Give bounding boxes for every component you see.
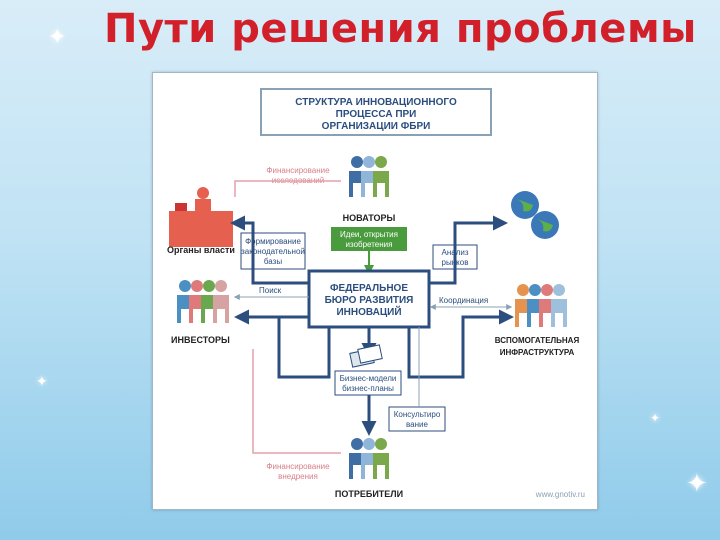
infrastructure-label: ВСПОМОГАТЕЛЬНАЯ [495, 336, 580, 345]
innovators-people-icon [349, 156, 389, 197]
investors-people-icon [177, 280, 229, 323]
center-box [307, 269, 431, 329]
arrow-center-down-left [277, 317, 331, 379]
center-line: ИННОВАЦИЙ [336, 305, 401, 318]
government-person-icon [169, 187, 233, 247]
investors-label: ИНВЕСТОРЫ [171, 335, 230, 345]
website-label: www.gnotiv.ru [535, 490, 585, 499]
innovation-structure-diagram: СТРУКТУРА ИННОВАЦИОННОГО ПРОЦЕССА ПРИ ОР… [167, 88, 585, 499]
header-line: ПРОЦЕССА ПРИ [336, 109, 417, 120]
government-label: Органы власти [167, 245, 235, 255]
financing-implementation-label: Финансирование [266, 462, 330, 471]
business-models-box [334, 370, 402, 396]
legislation-label: законодательной [241, 247, 305, 256]
innovators-label: НОВАТОРЫ [343, 213, 396, 223]
ideas-label: Идеи, открытия [340, 230, 398, 239]
infrastructure-people-icon [515, 284, 567, 327]
arrow-to-government [230, 215, 309, 285]
sparkle-icon: ✦ [686, 468, 708, 498]
sparkle-icon: ✦ [650, 411, 661, 425]
business-models-label: Бизнес-модели [340, 374, 397, 383]
consumers-people-icon [349, 438, 389, 479]
sparkle-icon: ✦ [48, 24, 67, 49]
arrow-center-down-right [407, 309, 514, 379]
ideas-box [331, 227, 407, 251]
center-line: ФЕДЕРАЛЬНОЕ [330, 283, 408, 294]
header-line: СТРУКТУРА ИННОВАЦИОННОГО [295, 97, 457, 108]
ideas-label: изобретения [346, 240, 393, 249]
legislation-label: базы [264, 257, 282, 266]
coordination-label: Координация [439, 296, 488, 305]
financing-research-label: Финансирование [266, 166, 330, 175]
search-label: Поиск [259, 286, 282, 295]
consulting-box [388, 406, 446, 432]
globe-icon [511, 191, 559, 239]
financing-research-arrow [234, 180, 341, 197]
arrow-to-globes [429, 215, 508, 285]
sparkle-icon: ✦ [36, 373, 48, 389]
slide-title: Пути решения проблемы [104, 6, 697, 52]
consulting-label: Консультиро [394, 410, 441, 419]
consulting-label: вание [406, 420, 428, 429]
diagram-frame: СТРУКТУРА ИННОВАЦИОННОГО ПРОЦЕССА ПРИ ОР… [152, 72, 598, 510]
financing-implementation-label: внедрения [278, 472, 318, 481]
business-models-label: бизнес-планы [342, 384, 394, 393]
header-box [260, 88, 492, 136]
consumers-label: ПОТРЕБИТЕЛИ [335, 489, 403, 499]
documents-icon [349, 344, 383, 368]
financing-implementation-arrow [252, 349, 341, 454]
header-line: ОРГАНИЗАЦИИ ФБРИ [322, 121, 431, 132]
infrastructure-label: ИНФРАСТРУКТУРА [500, 348, 575, 357]
legislation-label: Формирование [245, 237, 301, 246]
center-line: БЮРО РАЗВИТИЯ [325, 295, 414, 306]
